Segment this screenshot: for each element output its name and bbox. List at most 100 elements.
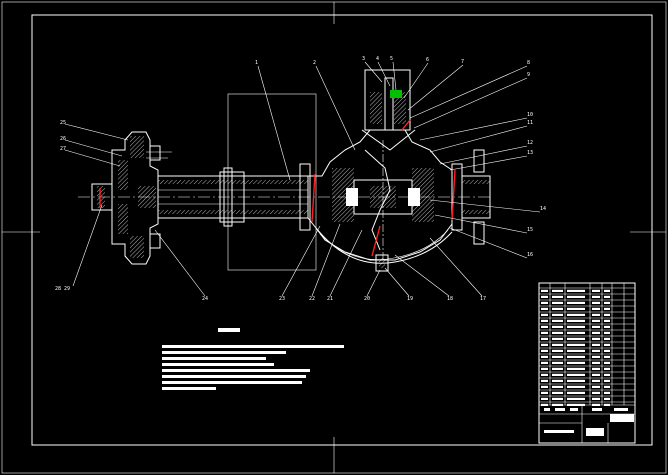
parts-list-cell-text [592,361,600,364]
parts-list-cell-text [541,295,548,298]
callout-label: 10 [527,112,533,118]
parts-list-cell-text [541,313,548,316]
callout-label: 13 [527,150,533,156]
technical-requirements [162,328,344,390]
callout-label: 27 [60,146,66,152]
callout-label: 20 [364,296,370,302]
parts-list-cell-text [541,289,548,292]
callout-label: 1 [255,60,258,66]
callout-label: 12 [527,140,533,146]
parts-list-cell-text [541,331,548,334]
callout-label: 22 [309,296,315,302]
parts-list-cell-text [552,355,563,358]
parts-list-cell-text [552,391,563,394]
parts-list-cell-text [541,397,548,400]
parts-list-cell-text [552,349,563,352]
callout-label: 23 [279,296,285,302]
callout-label: 7 [461,59,464,65]
parts-list-cell-text [604,379,610,382]
parts-list-cell-text [567,397,585,400]
inner-frame [31,14,653,446]
parts-list-cell-text [592,343,600,346]
parts-list-cell-text [604,385,610,388]
parts-list-cell-text [541,385,548,388]
parts-list-cell-text [541,373,548,376]
callout-label: 29 [64,286,70,292]
parts-list-cell-text [541,301,548,304]
parts-list-cell-text [541,343,548,346]
parts-list-cell-text [552,289,563,292]
parts-list-cell-text [552,385,563,388]
parts-list-cell-text [592,289,600,292]
parts-list-cell-text [604,349,610,352]
parts-list-cell-text [567,385,585,388]
parts-list-cell-text [592,301,600,304]
parts-list-cell-text [552,301,563,304]
parts-list-cell-text [567,337,585,340]
parts-list-cell-text [592,373,600,376]
parts-list-cell-text [592,319,600,322]
parts-list-cell-text [604,403,610,406]
parts-list-cell-text [541,319,548,322]
parts-list-cell-text [552,325,563,328]
parts-list-cell-text [604,373,610,376]
parts-list-cell-text [552,337,563,340]
parts-list-cell-text [604,289,610,292]
parts-list-cell-text [552,319,563,322]
parts-list-cell-text [567,301,585,304]
axle-shaft [78,167,490,227]
parts-list-cell-text [552,343,563,346]
parts-list-cell-text [592,331,600,334]
parts-list-cell-text [592,391,600,394]
callout-label: 18 [447,296,453,302]
parts-list-cell-text [604,295,610,298]
callout-label: 28 [55,286,61,292]
parts-list-cell-text [604,307,610,310]
callout-label: 14 [540,206,546,212]
parts-list-cell-text [541,355,548,358]
callout-label: 17 [480,296,486,302]
parts-list-cell-text [567,313,585,316]
callout-labels: 1 2 3 4 5 6 7 8 9 10 11 12 13 14 15 16 1… [55,56,546,302]
callout-label: 3 [362,56,365,62]
callout-label: 5 [390,56,393,62]
parts-list-cell-text [567,319,585,322]
parts-list-cell-text [567,373,585,376]
parts-list-cell-text [552,307,563,310]
parts-list-cell-text [604,397,610,400]
parts-list-cell-text [567,289,585,292]
leader-lines [64,61,541,297]
parts-list-cell-text [541,307,548,310]
callout-label: 2 [313,60,316,66]
parts-list-cell-text [604,361,610,364]
callout-label: 26 [60,136,66,142]
parts-list-cell-text [604,331,610,334]
parts-list-cell-text [567,379,585,382]
parts-list-cell-text [552,379,563,382]
axle-tube-right [461,149,491,245]
parts-list-cell-text [552,295,563,298]
parts-list-cell-text [541,367,548,370]
parts-list-cell-text [592,295,600,298]
parts-list-cell-text [541,391,548,394]
callout-label: 6 [426,57,429,63]
parts-list-cell-text [592,313,600,316]
callout-label: 21 [327,296,333,302]
parts-list-cell-text [567,343,585,346]
parts-list-cell-text [592,307,600,310]
parts-list-cell-text [567,367,585,370]
parts-list-cell-text [552,331,563,334]
parts-list-cell-text [567,307,585,310]
parts-list-cell-text [567,325,585,328]
parts-list-cell-text [567,295,585,298]
parts-list-cell-text [592,367,600,370]
callout-label: 25 [60,120,66,126]
parts-list-cell-text [541,379,548,382]
parts-list-cell-text [567,349,585,352]
parts-list-cell-text [567,361,585,364]
parts-list-cell-text [552,373,563,376]
parts-list-cell-text [592,355,600,358]
parts-list-cell-text [592,349,600,352]
parts-list-cell-text [541,349,548,352]
